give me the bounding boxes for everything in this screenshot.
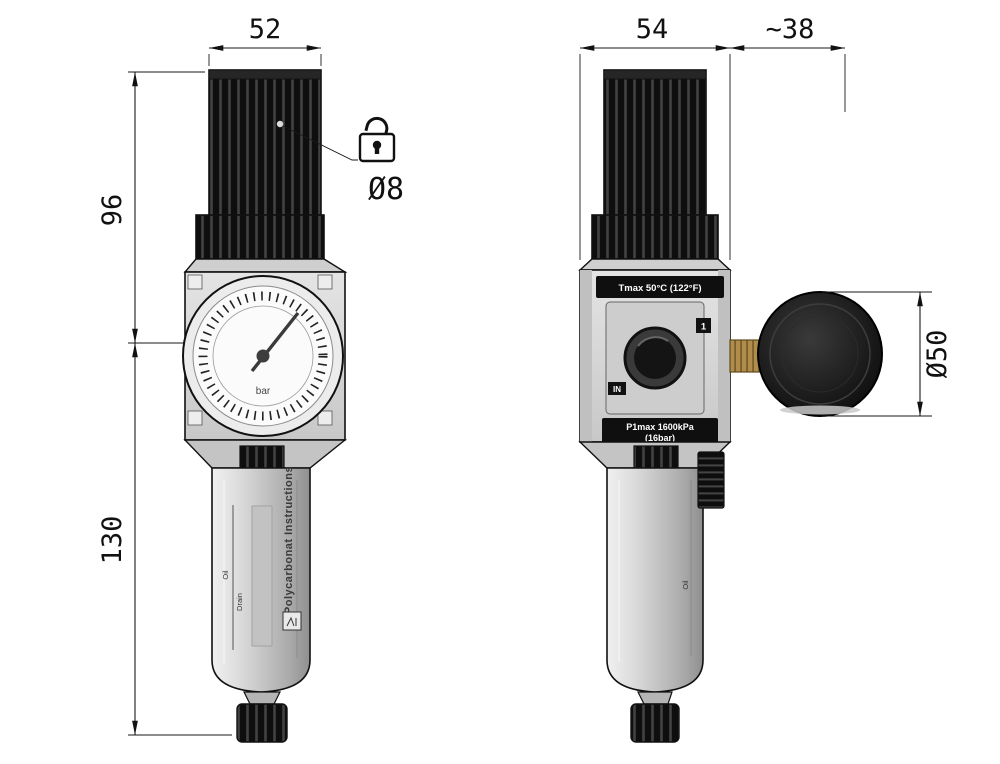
adjustment-knob-front	[195, 69, 325, 260]
dim-label-lock-hole: Ø8	[368, 172, 404, 207]
bowl-clip	[697, 451, 725, 509]
gauge-hub	[256, 349, 270, 363]
drain-knob-front	[236, 703, 288, 743]
dim-label-gauge-offset: ~38	[766, 14, 815, 45]
dim-label-gauge-diameter: Ø50	[922, 330, 953, 379]
filter-bowl-side: Oil	[606, 445, 725, 705]
gauge-ticks	[198, 291, 328, 421]
dim-gauge-diameter: Ø50	[822, 291, 953, 417]
pressure-gauge-front: bar	[182, 275, 344, 437]
port-in-tab	[608, 382, 626, 395]
dim-gauge-offset: ~38	[730, 14, 846, 112]
dim-front-height-lower: 130	[97, 343, 232, 736]
lock-callout: Ø8	[282, 116, 404, 207]
dim-front-width: 52	[208, 14, 322, 66]
inner-tube-front	[251, 505, 273, 647]
regulator-body-side: Tmax 50°C (122°F) 1 IN P1max 1600kPa (16…	[578, 258, 732, 469]
front-view: 52 96 130	[97, 14, 404, 743]
bowl-glass-side	[606, 467, 704, 693]
dim-label-front-height-upper: 96	[97, 194, 128, 227]
oil-mark-front: Oil	[221, 570, 230, 580]
tmax-band	[596, 276, 724, 298]
pmax-band	[602, 418, 718, 448]
bowl-neck-side	[637, 691, 673, 705]
knob-collar-side	[591, 214, 719, 260]
pressure-gauge-side	[729, 291, 883, 417]
side-view: 54 ~38 Tmax 50°C (122°F) 1	[578, 14, 953, 743]
dim-side-width: 54	[579, 14, 731, 260]
logo-icon	[282, 611, 302, 631]
drain-mark-front: Drain	[235, 593, 244, 611]
gauge-case	[757, 291, 883, 417]
adjustment-knob-side	[591, 69, 719, 260]
dim-label-front-height-lower: 130	[97, 516, 128, 565]
padlock-icon	[358, 116, 396, 163]
gauge-unit-label: bar	[256, 386, 271, 397]
bowl-neck-front	[243, 691, 281, 705]
pmax-label-line2: (16bar)	[645, 433, 675, 443]
pmax-label-line1: P1max 1600kPa	[626, 422, 695, 432]
lock-hole	[276, 120, 284, 128]
tmax-label: Tmax 50°C (122°F)	[618, 283, 701, 294]
port-number-tab	[696, 318, 711, 333]
filter-bowl-front: Oil Drain Polycarbonat Instructions	[211, 445, 311, 705]
gauge-rim-highlight	[780, 405, 860, 415]
bowl-instructions-label: Polycarbonat Instructions	[283, 466, 295, 614]
dim-label-front-width: 52	[249, 14, 282, 45]
dim-label-side-width: 54	[636, 14, 669, 45]
port-number-label: 1	[701, 322, 707, 333]
drain-knob-side	[630, 703, 680, 743]
port-in-label: IN	[613, 385, 621, 394]
oil-mark-side: Oil	[681, 580, 690, 590]
knob-collar-front	[195, 214, 325, 260]
